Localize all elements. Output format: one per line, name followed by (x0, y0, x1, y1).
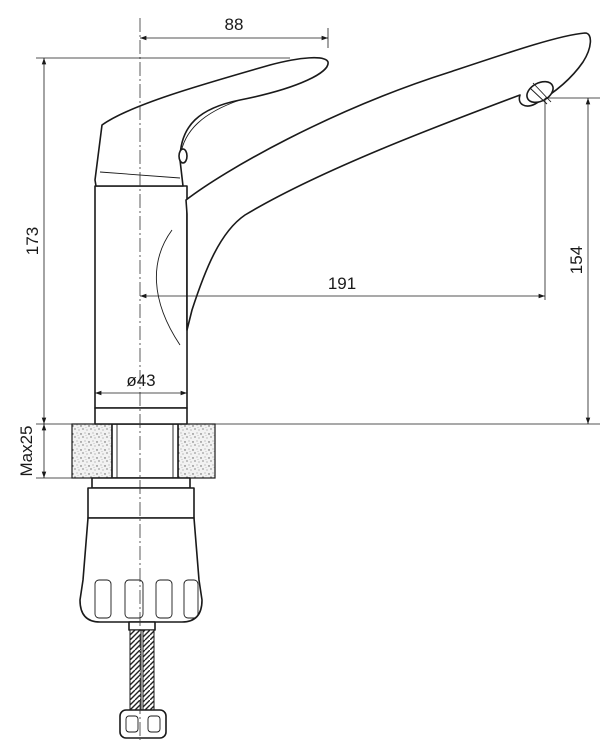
dim-label-total-height: 173 (23, 227, 42, 255)
dim-label-spout-reach: 191 (328, 274, 356, 293)
mounting-nut (79, 477, 203, 623)
dimension-counter-thickness: Max25 (17, 424, 72, 479)
flex-hoses (119, 621, 167, 739)
dim-label-handle-reach: 88 (225, 15, 244, 34)
dimension-body-diameter: ø43 (95, 371, 187, 396)
countertop-section (71, 423, 216, 479)
dimension-handle-reach: 88 (140, 15, 329, 48)
dim-label-body-diameter: ø43 (126, 371, 155, 390)
dim-label-spout-height: 154 (567, 246, 586, 274)
dimension-spout-height: 154 (215, 97, 600, 425)
dimension-spout-reach: 191 (140, 274, 545, 299)
aerator (526, 80, 554, 105)
spout (185, 32, 592, 331)
dim-label-counter-thickness: Max25 (17, 425, 36, 476)
dimension-total-height: 173 (23, 57, 290, 425)
